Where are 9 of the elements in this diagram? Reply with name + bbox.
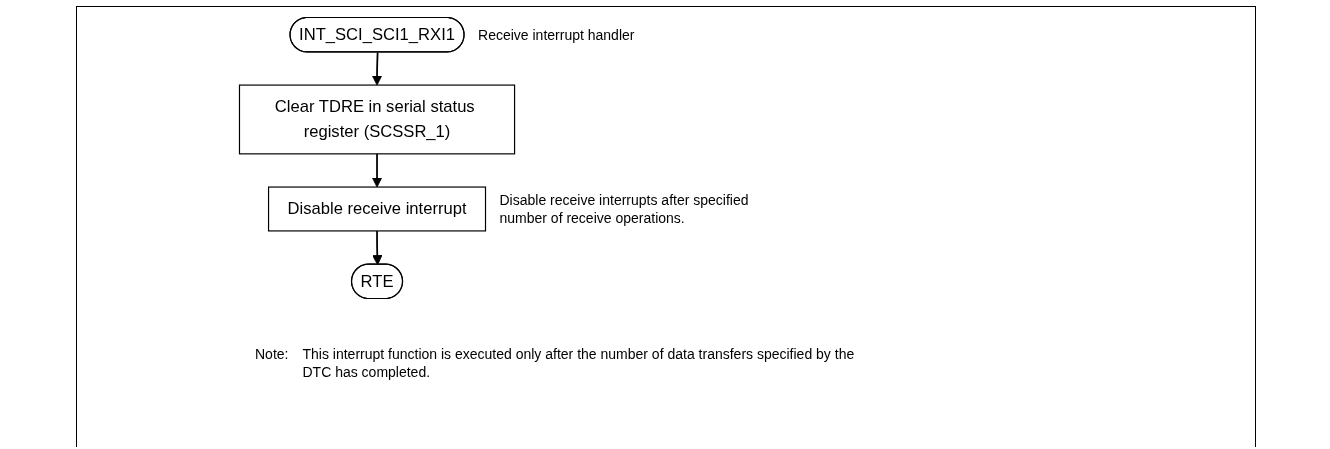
- note-text: Note:: [255, 345, 289, 364]
- node-box: Clear TDRE in serial status register (SCSSR_1): [238, 84, 516, 155]
- annotation-text: Disable receive interrupts after specified number of receive operations.: [499, 191, 750, 227]
- arrow: [371, 51, 383, 86]
- arrow: [372, 230, 383, 266]
- arrow: [371, 152, 383, 188]
- annotation-text: Receive interrupt handler: [478, 25, 636, 44]
- node-box: Disable receive interrupt: [267, 186, 487, 232]
- note-text: This interrupt function is executed only after the number of data transfers specified by the DTC has completed.: [302, 345, 855, 381]
